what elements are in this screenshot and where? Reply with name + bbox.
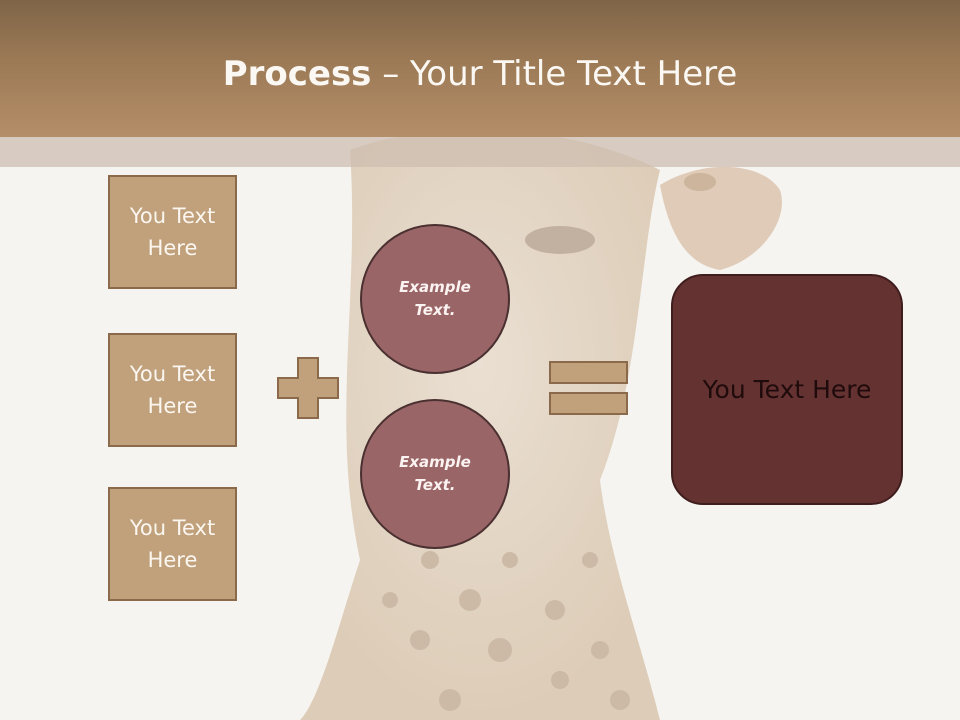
title-bold: Process [222,54,372,94]
input-box-1: You Text Here [108,175,237,289]
title-rest: – Your Title Text Here [371,54,738,94]
header-sub-band [0,137,960,167]
equals-icon [549,361,628,415]
example-circle-2: Example Text. [360,399,510,549]
input-box-2: You Text Here [108,333,237,447]
header-band [0,0,960,137]
plus-icon [277,357,339,419]
example-circle-1: Example Text. [360,224,510,374]
result-box: You Text Here [671,274,903,505]
slide-title: Process – Your Title Text Here [0,52,960,96]
input-box-3: You Text Here [108,487,237,601]
